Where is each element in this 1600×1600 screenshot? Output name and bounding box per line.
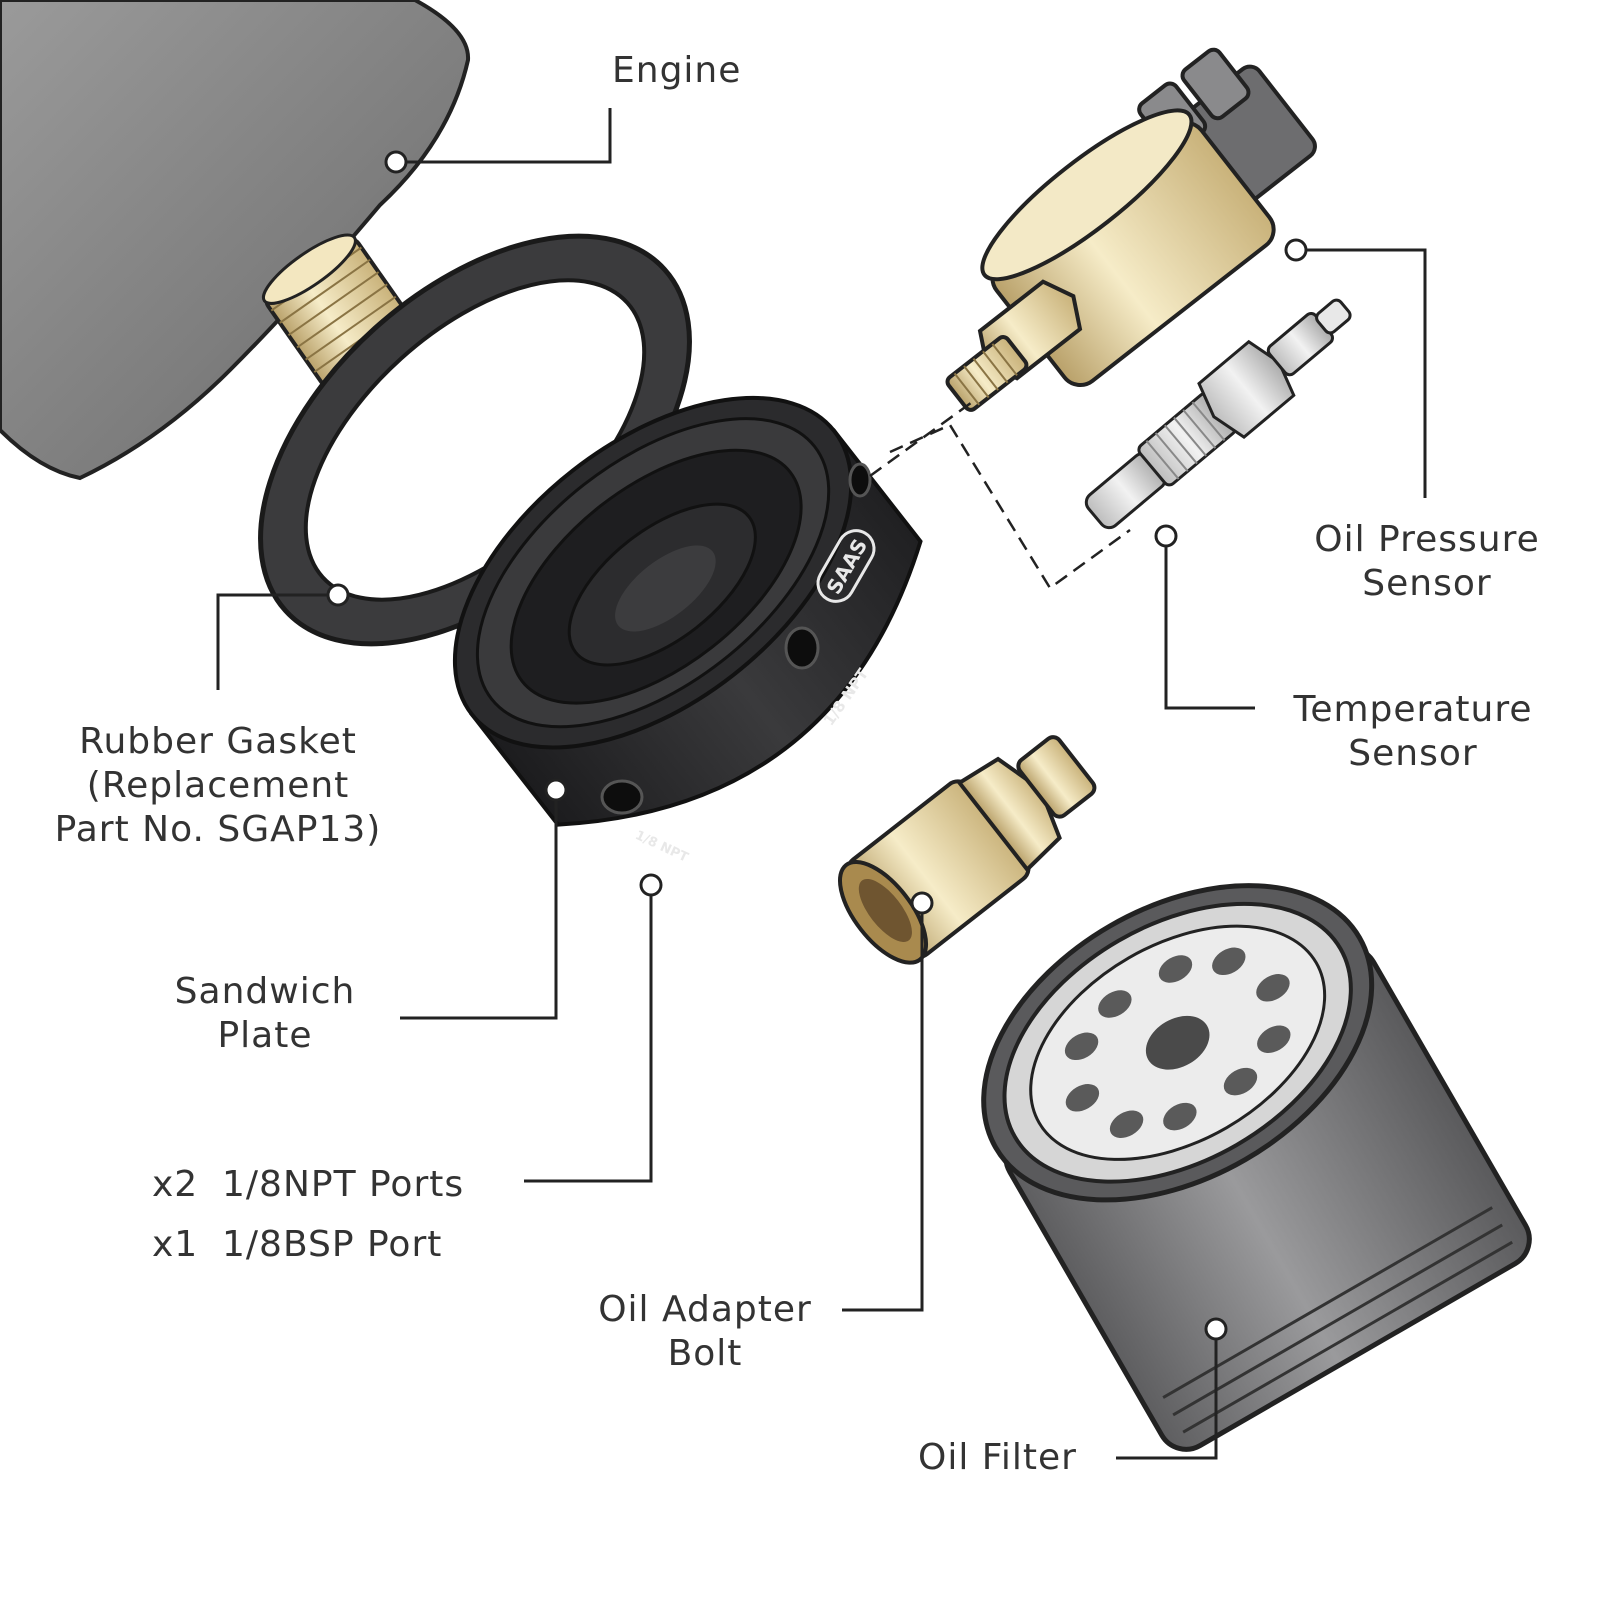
- ports-row-bsp: x1 1/8BSP Port: [152, 1215, 464, 1275]
- sandwich-plate-label: Sandwich Plate: [160, 970, 370, 1058]
- rubber-gasket-label-line-3: Part No. SGAP13): [54, 809, 382, 850]
- temperature-sensor-illustration: [1084, 298, 1352, 530]
- oil-pressure-sensor-marker: [1284, 238, 1308, 262]
- ports-bsp-qty: x1: [152, 1224, 199, 1265]
- oil-pressure-sensor-label-line-2: Sensor: [1362, 563, 1492, 604]
- oil-adapter-bolt-illustration: [837, 735, 1097, 965]
- ports-label: x2 1/8NPT Ports x1 1/8BSP Port: [152, 1155, 464, 1275]
- oil-adapter-bolt-marker: [910, 891, 934, 915]
- oil-pressure-sensor-label-line-1: Oil Pressure: [1314, 519, 1540, 560]
- rubber-gasket-label-line-2: (Replacement: [86, 765, 350, 806]
- oil-pressure-sensor-label: Oil Pressure Sensor: [1302, 518, 1552, 606]
- temperature-sensor-label-line-1: Temperature: [1293, 689, 1533, 730]
- sandwich-plate-label-line-1: Sandwich: [174, 971, 356, 1012]
- ports-npt-qty: x2: [152, 1164, 199, 1205]
- oil-filter-illustration: [981, 883, 1532, 1452]
- engine-label: Engine: [612, 49, 741, 93]
- temperature-sensor-label: Temperature Sensor: [1288, 688, 1538, 776]
- sandwich-plate-illustration: SAAS 1/8 NPT 1/8 NPT: [452, 395, 923, 866]
- sandwich-plate-label-line-2: Plate: [217, 1015, 313, 1056]
- engine-label-line: Engine: [612, 50, 742, 91]
- callout-markers: [326, 150, 1308, 1341]
- port-marking-front: 1/8 NPT: [633, 828, 691, 866]
- ports-marker: [639, 873, 663, 897]
- oil-filter-label-line: Oil Filter: [918, 1437, 1077, 1478]
- sandwich-plate-marker: [544, 778, 568, 802]
- ports-row-npt: x2 1/8NPT Ports: [152, 1155, 464, 1215]
- oil-adapter-bolt-label: Oil Adapter Bolt: [580, 1288, 830, 1376]
- leader-lines: [216, 108, 1427, 1460]
- ports-bsp-desc: 1/8BSP Port: [222, 1224, 443, 1265]
- engine-marker: [384, 150, 408, 174]
- temperature-sensor-label-line-2: Sensor: [1348, 733, 1478, 774]
- temperature-sensor-marker: [1154, 524, 1178, 548]
- rubber-gasket-label-line-1: Rubber Gasket: [79, 721, 357, 762]
- oil-adapter-bolt-label-line-1: Oil Adapter: [598, 1289, 812, 1330]
- assembly-guide-lines: [869, 398, 1131, 590]
- oil-filter-label: Oil Filter: [918, 1436, 1077, 1480]
- ports-npt-desc: 1/8NPT Ports: [222, 1164, 465, 1205]
- oil-adapter-bolt-label-line-2: Bolt: [667, 1333, 743, 1374]
- rubber-gasket-marker: [326, 583, 350, 607]
- oil-filter-marker: [1204, 1317, 1228, 1341]
- rubber-gasket-label: Rubber Gasket (Replacement Part No. SGAP…: [38, 720, 398, 852]
- oil-pressure-sensor-illustration: [945, 47, 1317, 412]
